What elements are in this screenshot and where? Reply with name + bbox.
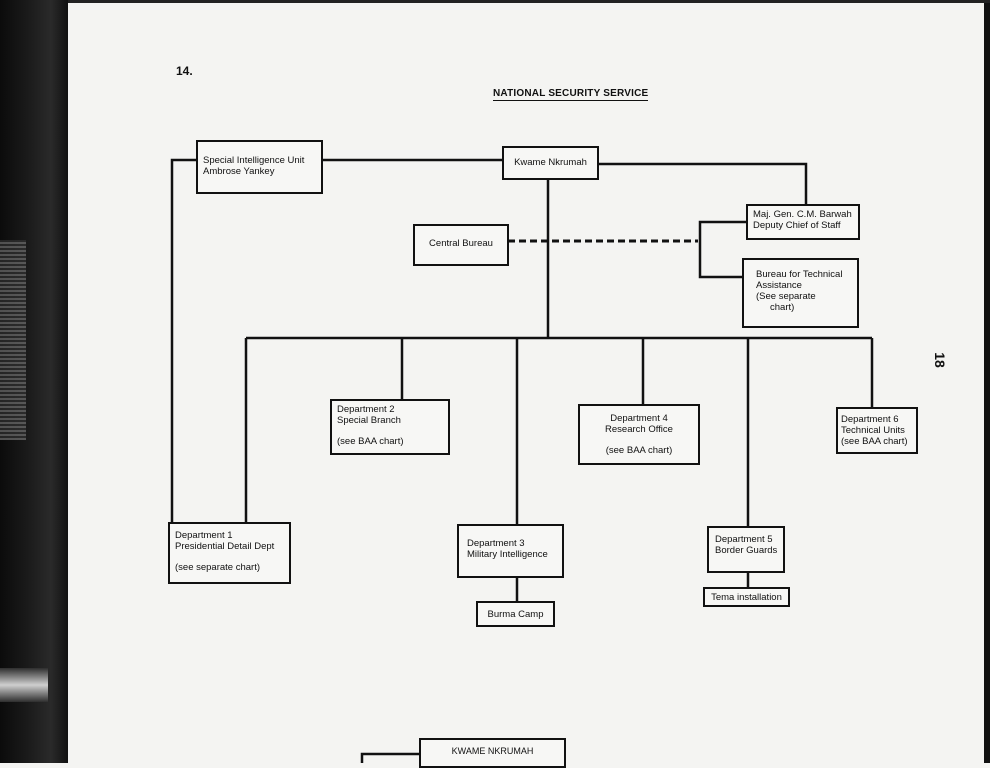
node-label-line2: Technical Units — [841, 425, 905, 436]
node-label-line1: Department 4 — [610, 413, 668, 424]
node-label-line2: Deputy Chief of Staff — [753, 220, 841, 231]
line-nkrumah-barwah — [598, 162, 808, 205]
node-note: (see BAA chart) — [337, 436, 404, 447]
node-label-line3: (See separate — [756, 291, 816, 302]
node-label-line2: Assistance — [756, 280, 802, 291]
node-label-line2: Presidential Detail Dept — [175, 541, 275, 552]
binding-texture — [0, 240, 26, 440]
node-label-line2: Border Guards — [715, 545, 778, 556]
node-label-line1: Department 2 — [337, 404, 395, 415]
node-burma-camp: Burma Camp — [476, 601, 555, 627]
node-label: Burma Camp — [487, 609, 544, 620]
chart-title: NATIONAL SECURITY SERVICE — [493, 88, 649, 101]
node-special-intelligence-unit: Special Intelligence Unit Ambrose Yankey — [196, 140, 323, 194]
node-tema-installation: Tema installation — [703, 587, 790, 607]
node-label-line1: Special Intelligence Unit — [203, 155, 305, 166]
node-label: Central Bureau — [429, 238, 493, 249]
node-label-line2: Ambrose Yankey — [203, 166, 275, 177]
node-label-line2: Research Office — [605, 424, 673, 435]
node-department-5: Department 5 Border Guards — [707, 526, 785, 573]
node-label: KWAME NKRUMAH — [451, 746, 534, 756]
page-top-edge — [68, 0, 990, 3]
binding-strap — [0, 668, 48, 702]
node-department-4: Department 4 Research Office (see BAA ch… — [578, 404, 700, 465]
node-department-3: Department 3 Military Intelligence — [457, 524, 564, 578]
line-siu-dept1 — [170, 158, 196, 523]
page-right-edge — [984, 0, 990, 763]
node-label-line2: Military Intelligence — [467, 549, 548, 560]
node-kwame-nkrumah-second-chart: KWAME NKRUMAH — [419, 738, 566, 768]
node-label: Kwame Nkrumah — [514, 157, 587, 168]
line-barwah-bta — [698, 220, 748, 279]
node-department-2: Department 2 Special Branch (see BAA cha… — [330, 399, 450, 455]
page-mark: 14. — [176, 64, 193, 78]
node-label-line2: Special Branch — [337, 415, 401, 426]
node-label: Tema installation — [711, 592, 782, 603]
node-note: (see separate chart) — [175, 562, 261, 573]
node-label-line1: Department 6 — [841, 414, 899, 425]
node-label-line4: chart) — [770, 302, 795, 313]
node-label-line1: Bureau for Technical — [756, 269, 843, 280]
node-barwah-deputy-chief: Maj. Gen. C.M. Barwah Deputy Chief of St… — [746, 204, 860, 240]
node-note: (see BAA chart) — [605, 445, 673, 456]
node-label-line1: Maj. Gen. C.M. Barwah — [753, 209, 852, 220]
node-label-line1: Department 3 — [467, 538, 525, 549]
node-label-line1: Department 5 — [715, 534, 773, 545]
node-department-6: Department 6 Technical Units (see BAA ch… — [836, 407, 918, 454]
node-label-line3: (see BAA chart) — [841, 436, 908, 447]
node-bureau-technical-assistance: Bureau for Technical Assistance (See sep… — [742, 258, 859, 328]
node-central-bureau: Central Bureau — [413, 224, 509, 266]
node-label-line1: Department 1 — [175, 530, 233, 541]
line-bottom-stub — [360, 752, 420, 763]
node-kwame-nkrumah: Kwame Nkrumah — [502, 146, 599, 180]
node-department-1: Department 1 Presidential Detail Dept (s… — [168, 522, 291, 584]
